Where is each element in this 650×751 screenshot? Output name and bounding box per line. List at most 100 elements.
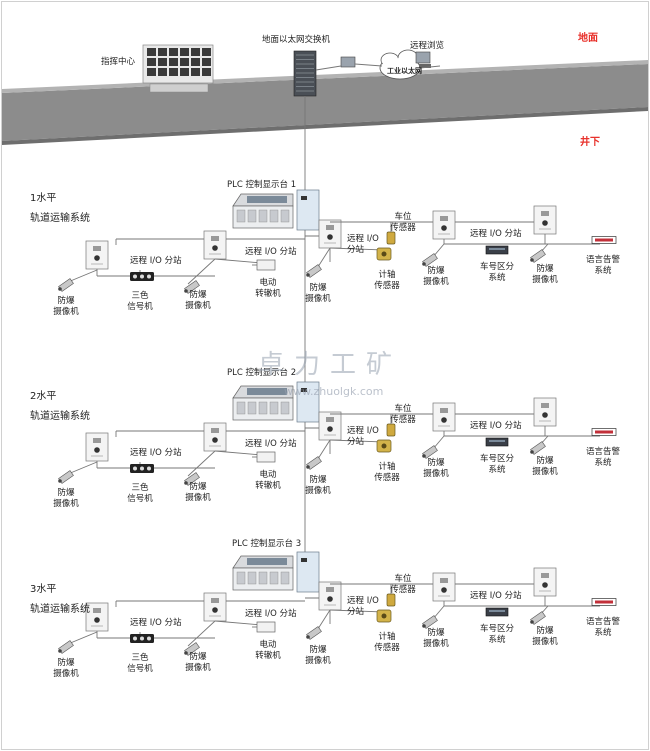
camera-icon bbox=[422, 253, 438, 267]
ground-road bbox=[2, 64, 648, 141]
connection-line bbox=[214, 620, 263, 626]
plc-console-1 bbox=[232, 193, 294, 229]
vehicle-id-label: 车号区分 bbox=[479, 262, 515, 272]
camera-label: 防爆 bbox=[536, 626, 554, 636]
camera-icon bbox=[306, 264, 322, 278]
io-station-label: 分站 bbox=[347, 245, 365, 255]
position-sensor-icon bbox=[386, 593, 396, 607]
position-sensor-label: 车位 bbox=[394, 404, 412, 414]
switch-machine-icon bbox=[252, 259, 276, 271]
camera-label: 防爆 bbox=[427, 266, 445, 276]
camera-label: 摄像机 bbox=[423, 469, 449, 479]
io-station-cabinet bbox=[203, 592, 227, 622]
switch-machine-label: 电动 bbox=[259, 640, 277, 650]
camera-label: 防爆 bbox=[427, 458, 445, 468]
axle-counter-label: 传感器 bbox=[374, 281, 400, 291]
io-station-label: 远程 I/O bbox=[347, 596, 379, 606]
camera-icon bbox=[422, 615, 438, 629]
camera-label: 防爆 bbox=[57, 296, 75, 306]
level-2-subtitle: 轨道运输系统 bbox=[30, 411, 90, 422]
position-sensor-label: 传感器 bbox=[390, 415, 416, 425]
camera-label: 防爆 bbox=[57, 488, 75, 498]
level-3-subtitle: 轨道运输系统 bbox=[30, 604, 90, 615]
connection-line bbox=[329, 439, 386, 443]
io-station-label: 远程 I/O 分站 bbox=[130, 448, 182, 458]
voice-alarm-label: 语言告警 bbox=[585, 617, 621, 627]
axle-counter-label: 计轴 bbox=[378, 632, 396, 642]
voice-alarm-label: 系统 bbox=[594, 458, 612, 468]
connection-line bbox=[187, 620, 216, 647]
remote-browse-label: 远程浏览 bbox=[410, 41, 445, 51]
camera-label: 防爆 bbox=[57, 658, 75, 668]
plc-console-3-label: PLC 控制显示台 3 bbox=[232, 539, 302, 549]
camera-icon bbox=[58, 278, 74, 292]
vehicle-id-label: 系统 bbox=[488, 273, 506, 283]
io-station-label: 远程 I/O 分站 bbox=[470, 229, 522, 239]
signal-label: 三色 bbox=[131, 483, 149, 493]
plc-cabinet-icon bbox=[296, 189, 320, 231]
ethernet-switch-icon bbox=[293, 50, 317, 97]
plc-console-2-label: PLC 控制显示台 2 bbox=[227, 368, 297, 378]
camera-icon bbox=[530, 611, 546, 625]
io-station-label: 远程 I/O 分站 bbox=[245, 247, 297, 257]
voice-alarm-label: 语言告警 bbox=[585, 255, 621, 265]
underground-label: 井下 bbox=[580, 137, 600, 148]
position-sensor-label: 传感器 bbox=[390, 223, 416, 233]
camera-icon bbox=[422, 445, 438, 459]
connection-line bbox=[187, 258, 216, 285]
signal-label: 信号机 bbox=[127, 494, 153, 504]
camera-label: 防爆 bbox=[309, 283, 327, 293]
connection-line bbox=[67, 269, 98, 283]
position-sensor-label: 车位 bbox=[394, 574, 412, 584]
connection-line bbox=[329, 247, 386, 251]
ground-label: 地面 bbox=[578, 33, 598, 44]
io-station-cabinet bbox=[533, 205, 557, 235]
plc-console-2 bbox=[232, 385, 294, 421]
camera-label: 摄像机 bbox=[423, 639, 449, 649]
camera-label: 防爆 bbox=[189, 482, 207, 492]
command-center-icon bbox=[142, 44, 214, 93]
command-center-label: 指挥中心 bbox=[101, 57, 136, 67]
camera-label: 摄像机 bbox=[185, 493, 211, 503]
level-2-title: 2水平 bbox=[30, 391, 57, 402]
vehicle-id-label: 系统 bbox=[488, 465, 506, 475]
signal-label: 三色 bbox=[131, 291, 149, 301]
vehicle-id-system-icon bbox=[485, 607, 509, 617]
io-station-label: 远程 I/O 分站 bbox=[130, 618, 182, 628]
level-3-title: 3水平 bbox=[30, 584, 57, 595]
camera-label: 防爆 bbox=[189, 652, 207, 662]
camera-label: 摄像机 bbox=[532, 275, 558, 285]
watermark-logo: 卓力工矿 bbox=[258, 350, 403, 380]
axle-counter-label: 计轴 bbox=[378, 270, 396, 280]
camera-label: 防爆 bbox=[536, 456, 554, 466]
switch-machine-label: 转辙机 bbox=[255, 651, 281, 661]
camera-label: 摄像机 bbox=[53, 499, 79, 509]
camera-icon bbox=[184, 280, 200, 294]
tricolor-signal-icon bbox=[130, 272, 154, 281]
camera-label: 摄像机 bbox=[532, 637, 558, 647]
io-station-cabinet bbox=[533, 397, 557, 427]
camera-label: 摄像机 bbox=[305, 656, 331, 666]
cloud-label: 工业以太网 bbox=[387, 67, 422, 75]
switch-machine-icon bbox=[252, 451, 276, 463]
tricolor-signal-icon bbox=[130, 464, 154, 473]
camera-label: 防爆 bbox=[189, 290, 207, 300]
camera-icon bbox=[58, 470, 74, 484]
signal-label: 信号机 bbox=[127, 302, 153, 312]
io-station-label: 远程 I/O 分站 bbox=[470, 591, 522, 601]
io-station-label: 远程 I/O 分站 bbox=[245, 439, 297, 449]
io-station-label: 分站 bbox=[347, 607, 365, 617]
voice-alarm-icon bbox=[591, 428, 617, 436]
camera-label: 摄像机 bbox=[305, 486, 331, 496]
plc-console-3 bbox=[232, 555, 294, 591]
voice-alarm-icon bbox=[591, 598, 617, 606]
axle-counter-label: 传感器 bbox=[374, 643, 400, 653]
connection-line bbox=[187, 450, 216, 477]
camera-label: 防爆 bbox=[427, 628, 445, 638]
voice-alarm-label: 语言告警 bbox=[585, 447, 621, 457]
camera-icon bbox=[184, 642, 200, 656]
axle-counter-label: 计轴 bbox=[378, 462, 396, 472]
camera-icon bbox=[58, 640, 74, 654]
